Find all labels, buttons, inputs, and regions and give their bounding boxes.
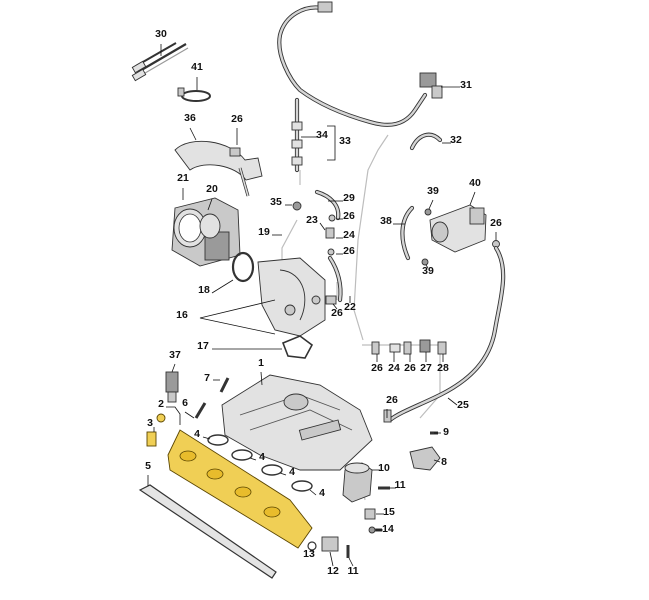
callout-1: 1: [258, 357, 264, 369]
callout-30: 30: [155, 28, 167, 40]
hose-top: [277, 1, 443, 173]
part-17-gasket: [281, 335, 314, 359]
part-1-intake-manifold: [221, 374, 373, 471]
callout-26h: 26: [386, 394, 398, 406]
callout-11a: 11: [394, 479, 405, 491]
part-37-sensor: [165, 371, 179, 403]
part-40-valve-assembly: [400, 204, 500, 266]
leader-lines: [147, 44, 497, 567]
callout-2: 2: [158, 398, 164, 410]
callout-26d: 26: [343, 245, 355, 257]
part-18-seal-ring: [231, 251, 255, 283]
callout-4a: 4: [194, 428, 200, 440]
callout-17: 17: [197, 340, 209, 352]
callout-4c: 4: [289, 466, 295, 478]
callout-8: 8: [441, 456, 447, 468]
callout-26c: 26: [490, 217, 502, 229]
callout-18: 18: [198, 284, 210, 296]
callout-25: 25: [457, 399, 469, 411]
callout-24: 24: [343, 229, 355, 241]
callout-26f: 26: [371, 362, 383, 374]
callout-35: 35: [270, 196, 282, 208]
bottom-parts: [307, 508, 376, 552]
callout-32: 32: [450, 134, 462, 146]
callout-41: 41: [191, 61, 203, 73]
callout-39b: 39: [422, 265, 434, 277]
callout-4b: 4: [259, 451, 265, 463]
part-16-connecting-pipe: [257, 257, 326, 337]
part-20-throttle-body: [171, 197, 241, 267]
part-41-clamp: [177, 87, 211, 102]
callout-10: 10: [378, 462, 390, 474]
callout-5: 5: [145, 460, 151, 472]
part-8-bracket: [409, 446, 441, 471]
callout-26a: 26: [231, 113, 243, 125]
callout-14: 14: [382, 523, 394, 535]
callout-31: 31: [460, 79, 472, 91]
part-30-rods: [131, 42, 189, 82]
lower-manifold-highlight: [167, 429, 313, 549]
callout-13: 13: [303, 548, 315, 560]
callout-22: 22: [344, 301, 356, 313]
callout-4d: 4: [319, 487, 325, 499]
callout-40: 40: [469, 177, 481, 189]
callout-29: 29: [343, 192, 355, 204]
fittings-row: [371, 339, 447, 423]
part-4-gaskets: [207, 434, 313, 492]
callout-28: 28: [437, 362, 449, 374]
callout-21: 21: [177, 172, 189, 184]
callout-20: 20: [206, 183, 218, 195]
callout-36: 36: [184, 112, 196, 124]
callout-26e: 26: [331, 307, 343, 319]
part-36-air-pipe: [174, 140, 263, 197]
callout-26b: 26: [343, 210, 355, 222]
callout-15: 15: [383, 506, 395, 518]
callout-19: 19: [258, 226, 270, 238]
callout-12: 12: [327, 565, 339, 577]
part-10-actuator: [342, 462, 373, 503]
callout-26g: 26: [404, 362, 416, 374]
callout-23: 23: [306, 214, 318, 226]
callout-34: 34: [316, 129, 328, 141]
part-25-long-hose: [387, 245, 506, 423]
callout-38: 38: [380, 215, 392, 227]
part-5-long-gasket: [138, 484, 277, 579]
callout-24b: 24: [388, 362, 400, 374]
callout-39a: 39: [427, 185, 439, 197]
callout-11b: 11: [347, 565, 358, 577]
callout-3: 3: [147, 417, 153, 429]
part-3-sensor-highlight: [146, 431, 157, 447]
callout-7: 7: [204, 372, 210, 384]
callout-16: 16: [176, 309, 188, 321]
callout-6: 6: [182, 397, 188, 409]
callout-27: 27: [420, 362, 432, 374]
fittings-center: [292, 189, 343, 305]
callout-37: 37: [169, 349, 181, 361]
callout-9: 9: [443, 426, 449, 438]
callout-33: 33: [339, 135, 351, 147]
part-2-seal-highlight: [156, 413, 166, 423]
